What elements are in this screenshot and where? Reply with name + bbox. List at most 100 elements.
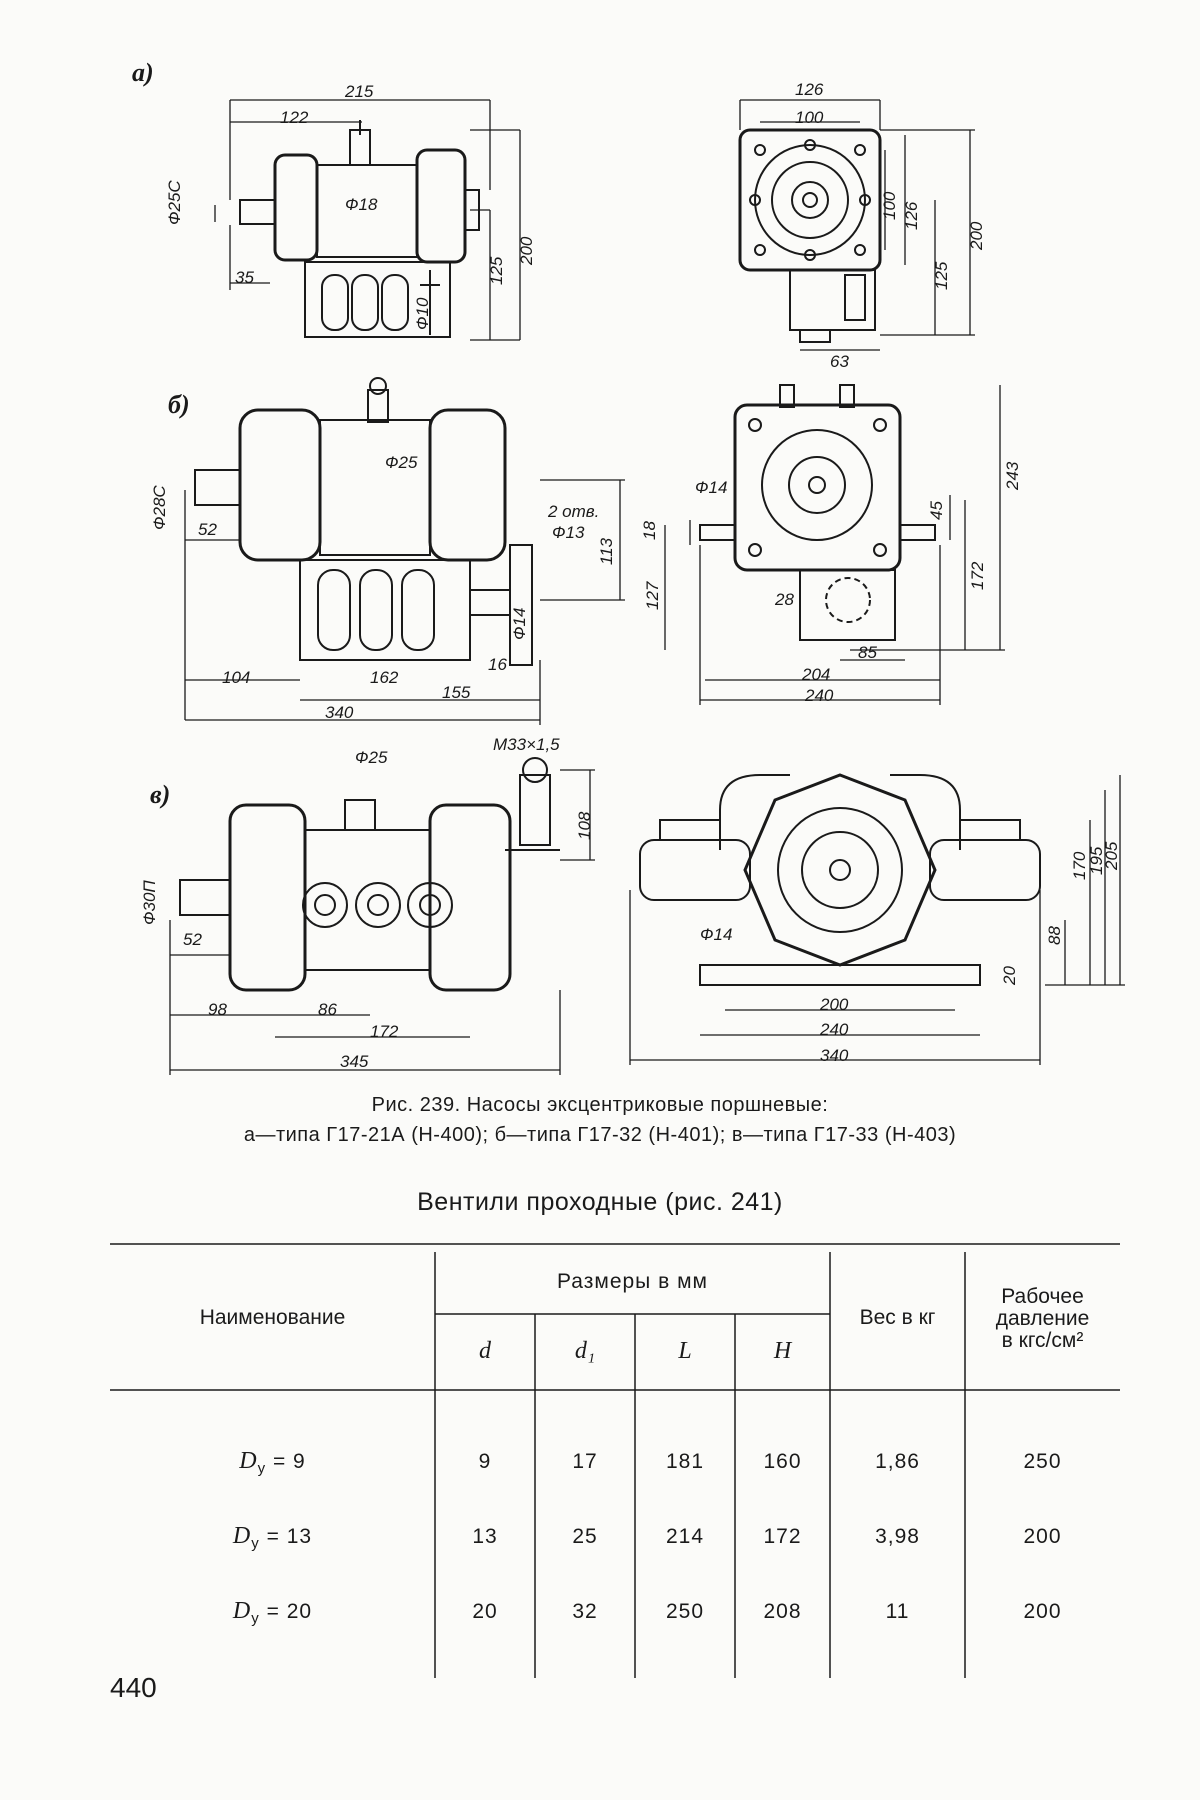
cell-H: 208 xyxy=(735,1600,830,1624)
cell-pressure: 200 xyxy=(965,1600,1120,1624)
page-number: 440 xyxy=(110,1672,157,1704)
cell-d1: 32 xyxy=(535,1600,635,1624)
name-value: = 13 xyxy=(260,1525,312,1548)
name-value: = 9 xyxy=(266,1450,306,1473)
panel-label-c: в) xyxy=(150,780,170,810)
dim-label: 340 xyxy=(325,703,353,723)
dim-label: Ф28С xyxy=(150,485,170,530)
header-sizes-text: Размеры в мм xyxy=(557,1270,708,1293)
cell-weight: 11 xyxy=(830,1600,965,1624)
dim-label: 125 xyxy=(487,257,507,285)
cell-weight: 3,98 xyxy=(830,1525,965,1549)
dim-label: Ф14 xyxy=(695,478,727,498)
header-name: Наименование xyxy=(110,1306,435,1330)
header-pressure: Рабочее давление в кгс/см² xyxy=(965,1286,1120,1352)
cell-H: 160 xyxy=(735,1450,830,1474)
dim-label: 108 xyxy=(575,812,595,840)
dim-label: Ф14 xyxy=(700,925,732,945)
dim-label: 18 xyxy=(640,521,660,540)
dim-label: 45 xyxy=(927,501,947,520)
pump-c-side-view xyxy=(180,758,560,990)
name-symbol: D xyxy=(233,1598,251,1624)
pump-a-side-view xyxy=(240,120,479,337)
cell-H: 172 xyxy=(735,1525,830,1549)
row-name: Dу = 9 xyxy=(110,1448,435,1477)
dim-label: Ф25 xyxy=(385,453,417,473)
dim-label: Ф18 xyxy=(345,195,377,215)
dim-label: Ф25 xyxy=(355,748,387,768)
pump-b-front-view xyxy=(700,385,935,640)
header-pressure-line-3: в кгс/см² xyxy=(965,1330,1120,1352)
header-L: L xyxy=(635,1338,735,1365)
figure-caption: Рис. 239. Насосы эксцентриковые поршневы… xyxy=(0,1090,1200,1150)
pump-drawings-figure: а) б) в) 215 122 Ф25С Ф18 35 125 200 Ф10… xyxy=(0,0,1200,1080)
name-subscript: у xyxy=(251,1610,260,1627)
header-d: d xyxy=(435,1338,535,1365)
dim-label: 52 xyxy=(198,520,217,540)
dim-label: 155 xyxy=(442,683,470,703)
name-subscript: у xyxy=(258,1460,267,1477)
pump-a-front-view xyxy=(740,130,880,342)
dim-label: 240 xyxy=(805,686,833,706)
dim-label: 52 xyxy=(183,930,202,950)
pump-c-front-view xyxy=(640,775,1040,985)
cell-pressure: 200 xyxy=(965,1525,1120,1549)
dim-label: 104 xyxy=(222,668,250,688)
dim-label: Ф14 xyxy=(510,608,530,640)
dim-label: 125 xyxy=(932,262,952,290)
dim-label: 340 xyxy=(820,1046,848,1066)
cell-pressure: 250 xyxy=(965,1450,1120,1474)
header-sizes: Размеры в мм xyxy=(435,1270,830,1294)
header-pressure-line-2: давление xyxy=(965,1308,1120,1330)
dim-label: Ф30П xyxy=(140,880,160,925)
dim-label: 172 xyxy=(370,1022,398,1042)
dim-label: 243 xyxy=(1003,462,1023,490)
dim-label: 200 xyxy=(967,222,987,250)
row-name: Dу = 20 xyxy=(110,1598,435,1627)
pump-a-side-dims xyxy=(215,100,520,340)
panel-label-b: б) xyxy=(168,390,190,420)
dim-label: М33×1,5 xyxy=(493,735,560,755)
dim-label: 100 xyxy=(880,192,900,220)
header-H: H xyxy=(735,1338,830,1365)
dim-label: Ф13 xyxy=(552,523,584,543)
dim-label: 200 xyxy=(517,237,537,265)
dim-label: 35 xyxy=(235,268,254,288)
dim-label: 28 xyxy=(775,590,794,610)
dim-label: 126 xyxy=(902,202,922,230)
dim-label: 20 xyxy=(1000,966,1020,985)
panel-label-a: а) xyxy=(132,58,154,88)
dim-label: 86 xyxy=(318,1000,337,1020)
dim-label: 88 xyxy=(1045,926,1065,945)
header-pressure-line-1: Рабочее xyxy=(965,1286,1120,1308)
dim-label: 16 xyxy=(488,655,507,675)
dim-label: 172 xyxy=(968,562,988,590)
dim-label: 113 xyxy=(597,538,617,565)
dim-label: 122 xyxy=(280,108,308,128)
caption-line-2: а—типа Г17-21А (Н-400); б—типа Г17-32 (Н… xyxy=(0,1120,1200,1150)
dim-label: 345 xyxy=(340,1052,368,1072)
dim-label: 98 xyxy=(208,1000,227,1020)
row-name: Dу = 13 xyxy=(110,1523,435,1552)
caption-line-1: Рис. 239. Насосы эксцентриковые поршневы… xyxy=(0,1090,1200,1120)
cell-L: 181 xyxy=(635,1450,735,1474)
dim-label: 100 xyxy=(795,108,823,128)
dim-label: 204 xyxy=(802,665,830,685)
dim-label: 205 xyxy=(1102,842,1122,870)
cell-d: 20 xyxy=(435,1600,535,1624)
name-symbol: D xyxy=(239,1448,257,1474)
cell-d: 13 xyxy=(435,1525,535,1549)
cell-L: 250 xyxy=(635,1600,735,1624)
pump-a-front-dims xyxy=(740,100,975,350)
dim-label: 240 xyxy=(820,1020,848,1040)
dim-label: 200 xyxy=(820,995,848,1015)
dim-label: 63 xyxy=(830,352,849,372)
header-weight: Вес в кг xyxy=(830,1306,965,1330)
cell-d: 9 xyxy=(435,1450,535,1474)
name-symbol: D xyxy=(233,1523,251,1549)
name-value: = 20 xyxy=(260,1600,312,1623)
dim-label: Ф25С xyxy=(165,180,185,225)
cell-d1: 17 xyxy=(535,1450,635,1474)
cell-d1: 25 xyxy=(535,1525,635,1549)
dim-label: 85 xyxy=(858,643,877,663)
